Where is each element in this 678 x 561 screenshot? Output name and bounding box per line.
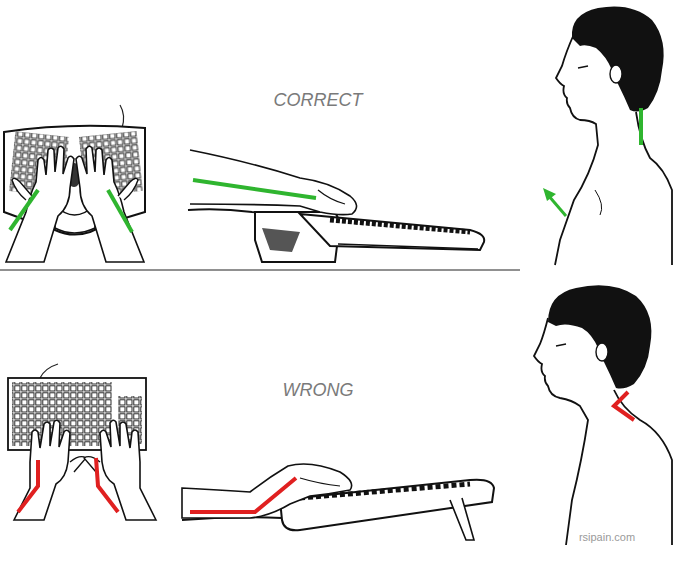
posture-arrow <box>543 188 566 216</box>
posture-line <box>10 190 38 230</box>
posture-line <box>193 180 316 198</box>
section-heading: CORRECT <box>274 90 363 111</box>
hand <box>6 146 74 262</box>
forearm-hand <box>190 150 357 215</box>
hand <box>14 420 86 520</box>
posture-line <box>108 190 132 232</box>
person-upright <box>555 7 672 266</box>
hand <box>84 420 156 520</box>
posture-line <box>639 108 643 145</box>
posture-line <box>18 460 38 512</box>
posture-line <box>614 392 634 420</box>
divider-line <box>0 270 520 271</box>
forearm-hand <box>182 464 352 518</box>
posture-line <box>190 478 296 512</box>
watermark: rsipain.com <box>579 531 635 544</box>
posture-line <box>96 458 118 512</box>
keyboard-side-view <box>188 209 484 262</box>
person-slouched <box>534 285 672 545</box>
section-heading: WRONG <box>283 380 354 401</box>
hand <box>76 146 144 262</box>
